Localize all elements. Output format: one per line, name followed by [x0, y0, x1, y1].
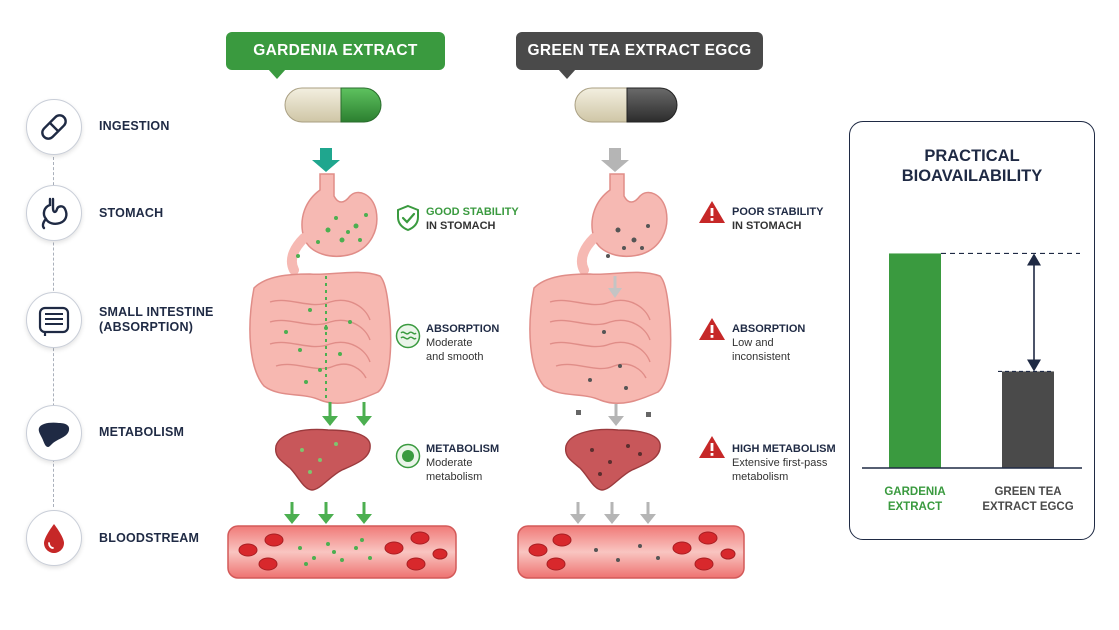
- waves-icon: [395, 323, 421, 349]
- gardenia-note-metabolism: METABOLISM Moderate metabolism: [426, 442, 499, 484]
- blood-drop-icon: [44, 524, 64, 553]
- green-tea-note-stomach: POOR STABILITY IN STOMACH: [732, 205, 823, 233]
- green-tea-pathway: [517, 87, 745, 579]
- pill-icon: [41, 114, 67, 140]
- green-tea-note-absorption-text: Low and inconsistent: [732, 337, 791, 363]
- metabolism-circle-icon: [395, 443, 421, 469]
- gardenia-note-metabolism-text: Moderate metabolism: [426, 457, 483, 483]
- gardenia-note-stomach: GOOD STABILITY IN STOMACH: [426, 205, 519, 233]
- intestine-icon: [38, 306, 70, 336]
- chart-difference-arrow-head-bottom: [1027, 359, 1041, 372]
- green-tea-banner: GREEN TEA EXTRACT EGCG: [516, 32, 763, 79]
- chart-bar-gardenia: [889, 253, 941, 468]
- shield-check-icon: [397, 204, 419, 232]
- gardenia-note-metabolism-title: METABOLISM: [426, 443, 500, 455]
- green-tea-note-metabolism-text: Extensive first-pass metabolism: [732, 457, 828, 483]
- chart-difference-arrow-head-top: [1027, 253, 1041, 266]
- stage-label-small-intestine: SMALL INTESTINE (ABSORPTION): [99, 305, 214, 334]
- green-tea-note-metabolism-title: HIGH METABOLISM: [732, 443, 836, 455]
- gardenia-note-stomach-text: IN STOMACH: [426, 220, 496, 232]
- gardenia-intestine: [249, 271, 392, 404]
- gardenia-liver: [274, 428, 371, 491]
- liver-icon: [38, 422, 70, 447]
- green-tea-note-stomach-text: IN STOMACH: [732, 220, 802, 232]
- chart-bar-green-tea: [1002, 371, 1054, 468]
- chart-category-label-gardenia: GARDENIA EXTRACT: [884, 486, 946, 513]
- stage-stomach-circle: [26, 185, 82, 241]
- gardenia-pathway: [227, 87, 457, 579]
- gardenia-note-absorption-title: ABSORPTION: [426, 323, 500, 335]
- green-tea-down-arrow: [601, 148, 629, 172]
- stomach-icon: [41, 197, 68, 230]
- stage-label-ingestion: INGESTION: [99, 119, 170, 133]
- chart-title: PRACTICAL BIOAVAILABILITY: [901, 147, 1043, 185]
- stage-intestine-circle: [26, 292, 82, 348]
- gardenia-stomach: [286, 173, 378, 275]
- green-tea-stomach: [576, 173, 668, 275]
- green-tea-note-metabolism: HIGH METABOLISM Extensive first-pass met…: [732, 442, 836, 484]
- green-tea-note-stomach-title: POOR STABILITY: [732, 206, 824, 218]
- bioavailability-chart-panel: PRACTICAL BIOAVAILABILITY GARDENIA EXTRA…: [849, 121, 1095, 540]
- gardenia-down-arrow: [312, 148, 340, 172]
- stage-label-bloodstream: BLOODSTREAM: [99, 531, 200, 545]
- gardenia-blood-vessel: [227, 525, 457, 579]
- gardenia-note-stomach-title: GOOD STABILITY: [426, 206, 519, 218]
- green-tea-note-absorption: ABSORPTION Low and inconsistent: [732, 322, 805, 364]
- green-tea-intestine: [529, 271, 672, 404]
- stage-label-metabolism: METABOLISM: [99, 425, 185, 439]
- bioavailability-bar-chart: [862, 252, 1082, 469]
- stage-bloodstream-circle: [26, 510, 82, 566]
- stage-label-stomach: STOMACH: [99, 206, 164, 220]
- stage-ingestion-circle: [26, 99, 82, 155]
- green-tea-capsule: [574, 87, 678, 123]
- gardenia-banner: GARDENIA EXTRACT: [226, 32, 445, 79]
- gardenia-note-absorption: ABSORPTION Moderate and smooth: [426, 322, 499, 364]
- warning-icon: [699, 436, 725, 458]
- green-tea-blood-vessel: [517, 525, 745, 579]
- warning-icon: [699, 201, 725, 223]
- gardenia-capsule: [284, 87, 382, 123]
- green-tea-liver: [564, 428, 661, 491]
- warning-icon: [699, 318, 725, 340]
- stage-metabolism-circle: [26, 405, 82, 461]
- chart-category-label-green-tea: GREEN TEA EXTRACT EGCG: [982, 486, 1074, 513]
- gardenia-note-absorption-text: Moderate and smooth: [426, 337, 484, 363]
- green-tea-note-absorption-title: ABSORPTION: [732, 323, 806, 335]
